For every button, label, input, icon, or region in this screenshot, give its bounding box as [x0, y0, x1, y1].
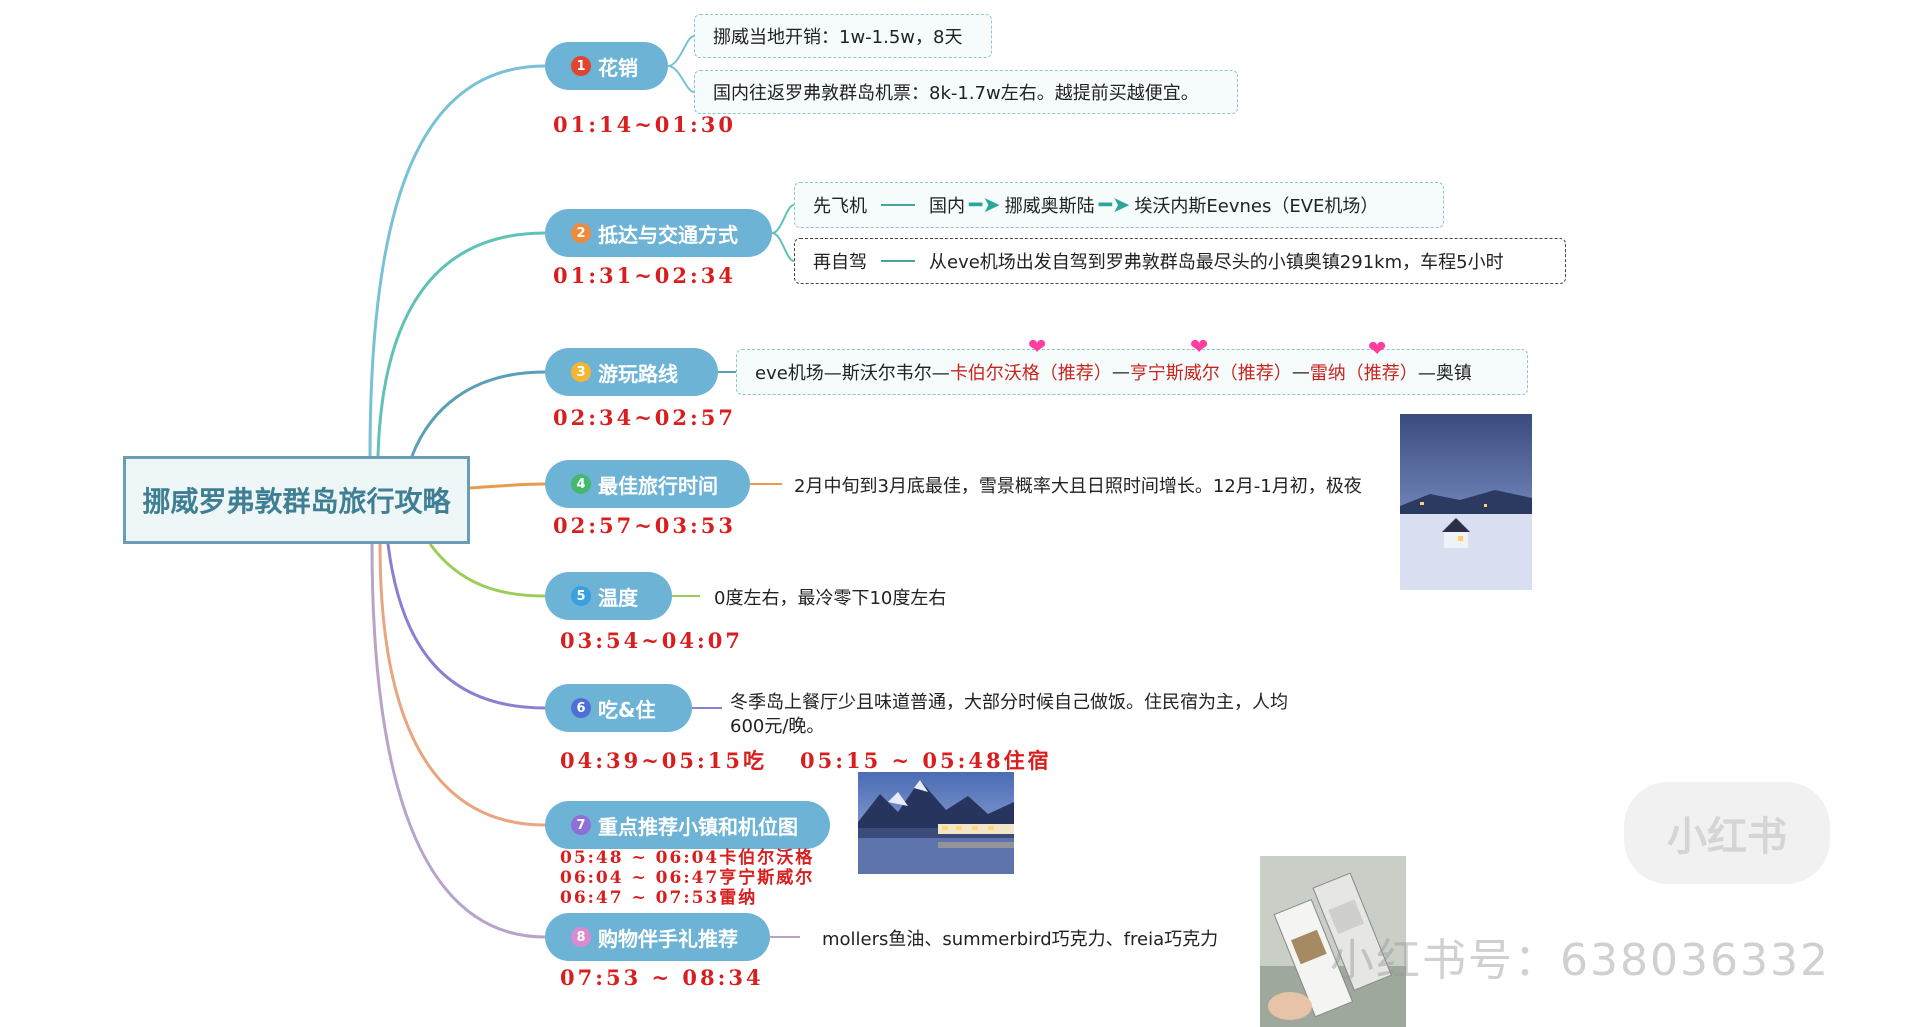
root-title: 挪威罗弗敦群岛旅行攻略: [142, 485, 451, 518]
branch-label: 游玩路线: [598, 361, 678, 386]
connector-line: [881, 260, 915, 262]
route-stop-kabelvag: 卡伯尔沃格（推荐）: [949, 363, 1112, 384]
link-branch2-leaves: [771, 204, 795, 262]
link-branch1-leaves: [667, 35, 695, 93]
link-root-branch-2: [376, 231, 546, 457]
harbor-night-photo: [858, 772, 1014, 874]
link-root-branch-4: [469, 482, 546, 490]
timestamp-3: 02:34~02:57: [553, 405, 736, 430]
link-root-branch-7: [378, 543, 546, 827]
branch-food-stay[interactable]: 6 吃&住: [545, 684, 692, 732]
timestamp-4: 02:57~03:53: [553, 513, 736, 538]
timestamp-7a: 05:48 ~ 06:04卡伯尔沃格: [560, 848, 815, 868]
branch-expenses[interactable]: 1 花销: [545, 42, 668, 90]
branch-route[interactable]: 3 游玩路线: [545, 348, 718, 396]
leaf-local-cost[interactable]: 挪威当地开销：1w-1.5w，8天: [694, 14, 992, 58]
root-node[interactable]: 挪威罗弗敦群岛旅行攻略: [123, 456, 470, 544]
food-stay-text-line2: 600元/晚。: [730, 716, 825, 737]
watermark-logo: 小红书: [1624, 782, 1830, 884]
number-badge-5: 5: [571, 586, 591, 606]
souvenir-photo: [1260, 856, 1406, 1027]
link-root-branch-5: [428, 543, 546, 598]
winter-house-photo: [1400, 414, 1532, 590]
branch-label: 吃&住: [598, 697, 656, 722]
branch-temperature[interactable]: 5 温度: [545, 572, 672, 620]
drive-text: 从eve机场出发自驾到罗弗敦群岛最尽头的小镇奥镇291km，车程5小时: [929, 252, 1504, 273]
timestamp-7b: 06:04 ~ 06:47亨宁斯威尔: [560, 868, 815, 888]
leaf-flight-cost[interactable]: 国内往返罗弗敦群岛机票：8k-1.7w左右。越提前买越便宜。: [694, 70, 1238, 114]
timestamp-5: 03:54~04:07: [560, 628, 743, 653]
branch-label: 温度: [598, 585, 638, 610]
timestamp-7c: 06:47 ~ 07:53雷纳: [560, 888, 758, 908]
timestamp-stay: 05:15 ~ 05:48住宿: [800, 748, 1052, 773]
food-stay-text-line1: 冬季岛上餐厅少且味道普通，大部分时候自己做饭。住民宿为主，人均: [730, 692, 1288, 713]
timestamp-1: 01:14~01:30: [553, 112, 736, 137]
photo-svg: [1260, 856, 1406, 1027]
flight-head: 先飞机: [813, 196, 867, 217]
branch-label: 抵达与交通方式: [598, 222, 738, 247]
route-stop-reine: 雷纳（推荐）: [1309, 363, 1418, 384]
number-badge-1: 1: [571, 56, 591, 76]
number-badge-3: 3: [571, 362, 591, 382]
link-root-branch-8: [370, 543, 546, 939]
branch-label: 最佳旅行时间: [598, 473, 718, 498]
link-root-branch-3: [410, 370, 546, 457]
drive-head: 再自驾: [813, 252, 867, 273]
heart-icon: ❤: [1028, 335, 1047, 360]
arrow-right-icon: ━➤: [969, 192, 1001, 218]
number-badge-4: 4: [571, 474, 591, 494]
route-step-oslo: 挪威奥斯陆: [1004, 196, 1095, 217]
timestamp-eat: 04:39~05:15吃: [560, 748, 767, 773]
number-badge-6: 6: [571, 698, 591, 718]
connector-line: [881, 204, 915, 206]
leaf-self-drive[interactable]: 再自驾 从eve机场出发自驾到罗弗敦群岛最尽头的小镇奥镇291km，车程5小时: [794, 238, 1566, 284]
souvenirs-text: mollers鱼油、summerbird巧克力、freia巧克力: [822, 929, 1219, 950]
heart-icon: ❤: [1368, 337, 1387, 362]
arrow-right-icon: ━➤: [1098, 192, 1131, 218]
number-badge-7: 7: [571, 815, 591, 835]
route-step-evenes: 埃沃内斯Eevnes（EVE机场）: [1134, 196, 1379, 217]
timestamp-8: 07:53 ~ 08:34: [560, 965, 764, 990]
link-root-branch-6: [386, 543, 546, 710]
leaf-route[interactable]: eve机场—斯沃尔韦尔— 卡伯尔沃格（推荐） — 亨宁斯威尔（推荐） — 雷纳（…: [736, 349, 1528, 395]
branch-label: 购物伴手礼推荐: [598, 926, 738, 951]
number-badge-2: 2: [571, 223, 591, 243]
watermark-text: 小红书号：638036332: [1330, 935, 1830, 986]
branch-souvenirs[interactable]: 8 购物伴手礼推荐: [545, 913, 770, 961]
branch-recommended-towns[interactable]: 7 重点推荐小镇和机位图: [545, 801, 830, 849]
heart-icon: ❤: [1190, 335, 1209, 360]
photo-svg: [858, 772, 1014, 874]
leaf-flight-route[interactable]: 先飞机 国内 ━➤ 挪威奥斯陆 ━➤ 埃沃内斯Eevnes（EVE机场）: [794, 182, 1444, 228]
link-root-branch-1: [368, 64, 546, 457]
branch-label: 重点推荐小镇和机位图: [598, 814, 798, 839]
photo-svg: [1400, 414, 1532, 590]
best-time-text: 2月中旬到3月底最佳，雪景概率大且日照时间增长。12月-1月初，极夜: [794, 476, 1362, 497]
temperature-text: 0度左右，最冷零下10度左右: [714, 588, 947, 609]
route-stop-henningsvaer: 亨宁斯威尔（推荐）: [1129, 363, 1292, 384]
branch-best-time[interactable]: 4 最佳旅行时间: [545, 460, 750, 508]
route-step-domestic: 国内: [929, 196, 965, 217]
number-badge-8: 8: [571, 927, 591, 947]
branch-transport[interactable]: 2 抵达与交通方式: [545, 209, 772, 257]
branch-label: 花销: [598, 55, 638, 80]
timestamp-2: 01:31~02:34: [553, 263, 736, 288]
